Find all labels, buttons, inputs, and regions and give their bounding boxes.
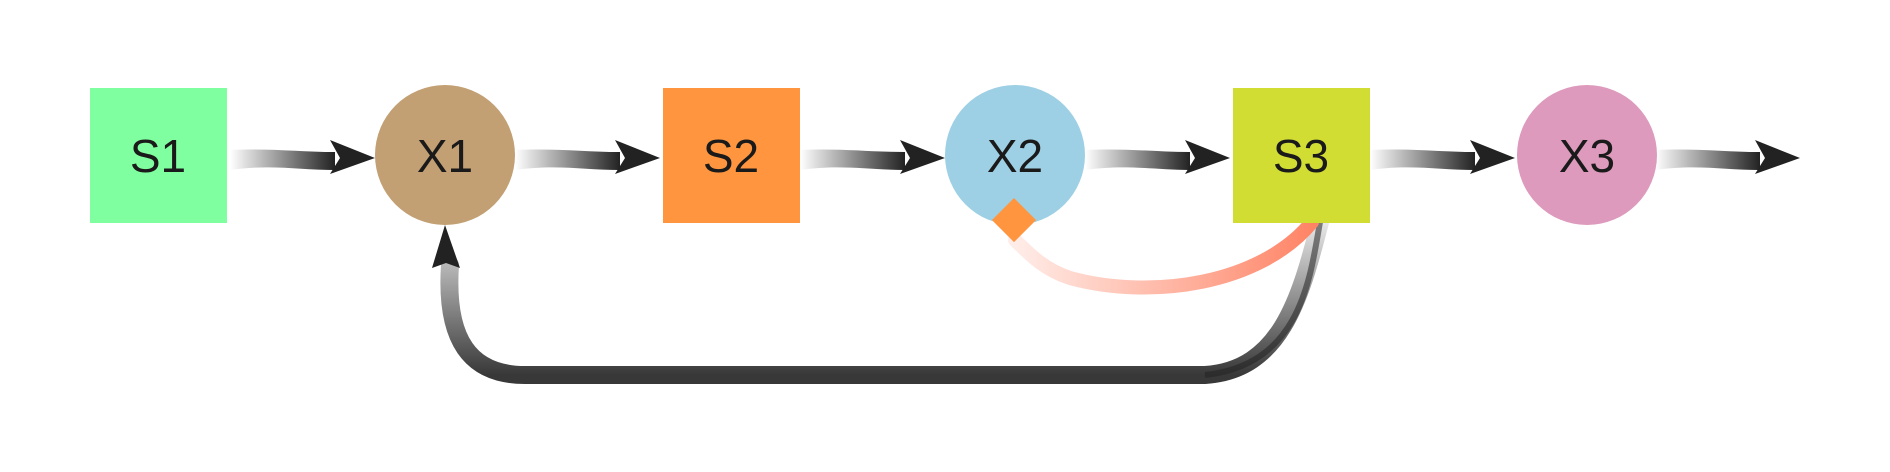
edge-x2-s3 [1085, 140, 1230, 174]
svg-text:X2: X2 [987, 130, 1043, 182]
edge-s3-x1-feedback [432, 213, 1329, 384]
svg-text:X3: X3 [1559, 130, 1615, 182]
edge-x1-s2 [515, 140, 660, 174]
node-x1[interactable]: X1 [375, 85, 515, 225]
svg-text:S2: S2 [703, 130, 759, 182]
svg-text:S1: S1 [130, 130, 186, 182]
node-s1[interactable]: S1 [90, 88, 227, 223]
edge-s3-x3 [1370, 140, 1515, 174]
edge-s1-x1 [230, 140, 375, 174]
edge-s2-x2 [800, 140, 945, 174]
svg-text:S3: S3 [1273, 130, 1329, 182]
svg-text:X1: X1 [417, 130, 473, 182]
node-x3[interactable]: X3 [1517, 85, 1657, 225]
node-s2[interactable]: S2 [663, 88, 800, 223]
inhibition-diamond-icon [992, 198, 1036, 242]
node-s3[interactable]: S3 [1233, 88, 1370, 223]
edge-x3-out [1655, 140, 1800, 174]
node-x2[interactable]: X2 [945, 85, 1085, 225]
